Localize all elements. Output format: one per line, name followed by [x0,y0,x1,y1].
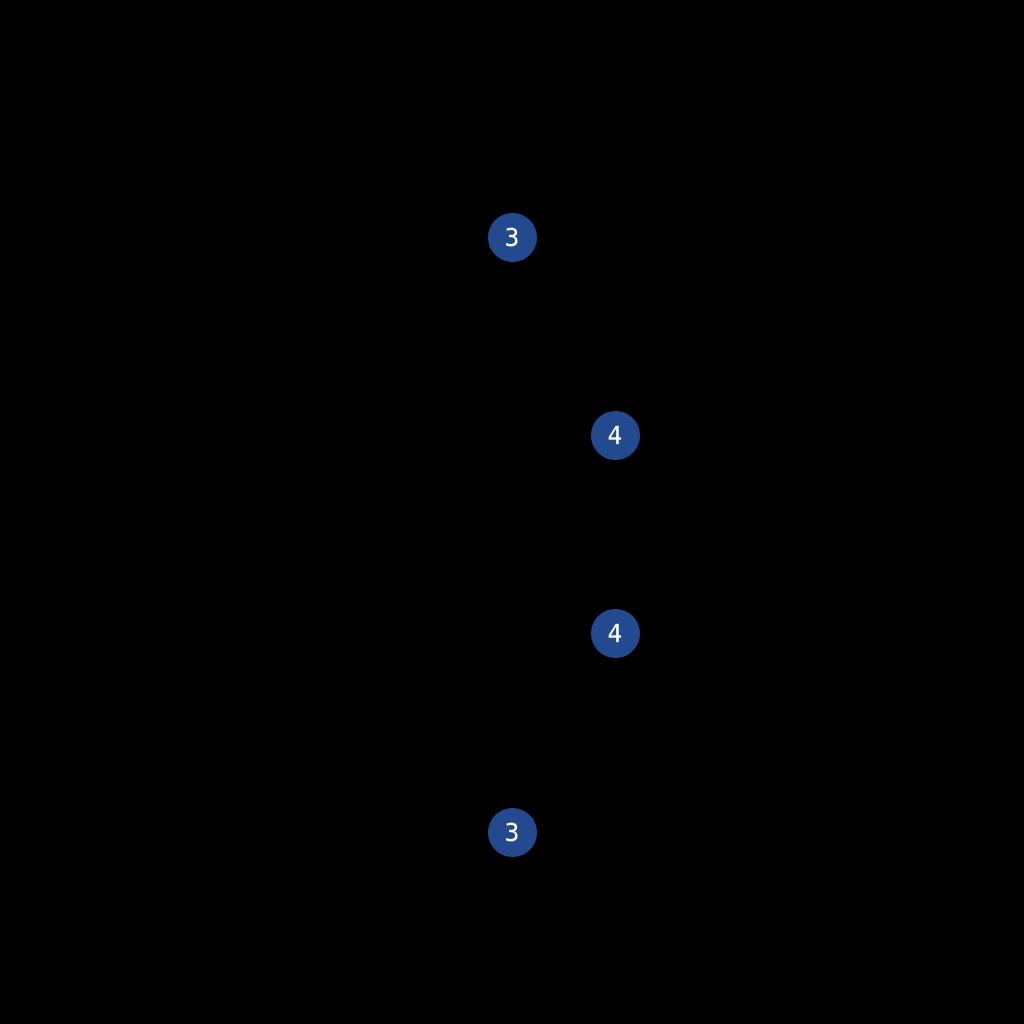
badge-label: 3 [504,817,520,847]
badge-label: 4 [607,420,623,450]
number-badge-3: 4 [590,608,640,658]
number-badge-4: 3 [487,807,537,857]
badge-label: 4 [607,618,623,648]
number-badge-2: 4 [590,410,640,460]
number-badge-1: 3 [487,212,537,262]
badge-label: 3 [504,222,520,252]
